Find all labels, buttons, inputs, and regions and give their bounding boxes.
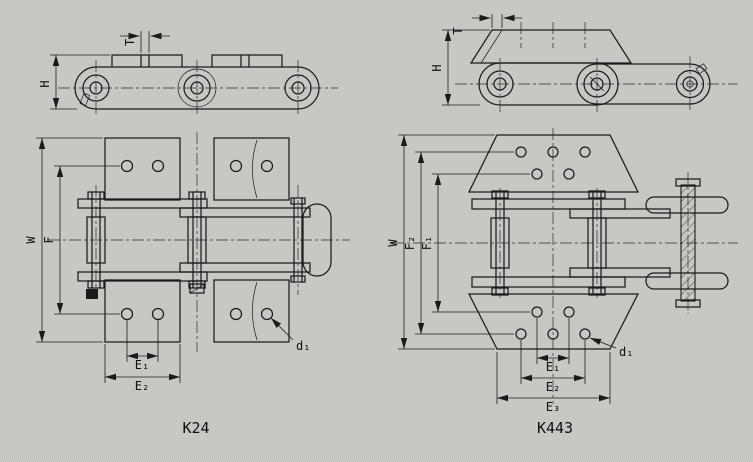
k24-label-E1: E₁ <box>135 358 149 372</box>
k24-side-view: T H <box>38 31 338 116</box>
k443-caption: K443 <box>537 419 573 437</box>
k443-dim-W: W <box>386 134 495 350</box>
k443-left-link-outline <box>478 62 619 106</box>
k24-attachment-tabs <box>111 54 283 67</box>
k443-label-W: W <box>386 239 400 247</box>
k443-side-view: T H <box>430 14 738 112</box>
k443-label-F1: F₁ <box>420 236 434 250</box>
k24-rollers <box>79 74 312 107</box>
k443-dim-F2: F₂ <box>403 151 514 335</box>
k443-label-E2: E₂ <box>546 380 560 394</box>
k443-label-F2: F₂ <box>403 236 417 250</box>
k24-label-d1: d₁ <box>296 339 310 353</box>
k24-dim-H: H <box>38 54 110 110</box>
k24-wing-plates <box>104 137 290 343</box>
k24-cotter-block <box>86 289 98 299</box>
k443-dim-F1: F₁ <box>420 173 530 313</box>
k443-label-H: H <box>430 64 444 71</box>
k443-dim-H: H <box>430 29 490 106</box>
k24-label-E2: E₂ <box>135 379 149 393</box>
k24-dim-T: T <box>120 31 170 53</box>
k24-dim-E2: E₂ <box>104 344 181 393</box>
k24-label-H: H <box>38 80 52 87</box>
k24-label-F: F <box>42 236 56 243</box>
k24-figure: T H <box>24 31 350 437</box>
k24-chain-links <box>77 198 332 282</box>
k24-link-plate-outline <box>74 66 320 110</box>
k443-right-link-outline <box>576 63 711 105</box>
k24-dim-W: W <box>24 137 103 343</box>
k24-label-W: W <box>24 236 38 244</box>
k443-d1-callout: d₁ <box>589 337 633 359</box>
k24-dim-F: F <box>42 165 120 315</box>
k443-dim-E1: E₁ <box>536 318 570 374</box>
k443-bolt-holes <box>515 146 591 340</box>
k24-dim-E1: E₁ <box>126 320 159 372</box>
k24-plan-view: W F E₁ E₂ <box>24 132 350 393</box>
k443-figure: T H <box>386 14 738 437</box>
k443-label-T: T <box>451 27 465 34</box>
k24-caption: K24 <box>182 419 209 437</box>
k443-pins <box>491 178 701 308</box>
k24-d1-callout: d₁ <box>270 317 310 353</box>
k443-plan-view: W F₂ F₁ E₁ <box>386 128 738 414</box>
k24-cotter-pin <box>79 92 91 107</box>
k443-dim-E2: E₂ <box>520 340 586 394</box>
k24-label-T: T <box>123 39 137 46</box>
k443-dim-T: T <box>451 14 522 35</box>
k443-pin-tab <box>695 63 708 75</box>
k443-label-E1: E₁ <box>546 360 560 374</box>
k443-wing-side-profile <box>469 29 633 64</box>
k443-dim-E3: E₃ <box>496 352 611 414</box>
k443-rollers <box>486 63 708 99</box>
k24-pins <box>86 191 306 299</box>
k24-bolt-holes <box>120 159 274 321</box>
k443-label-d1: d₁ <box>619 345 633 359</box>
k443-label-E3: E₃ <box>546 400 560 414</box>
k443-coupler-pin <box>680 184 696 302</box>
k443-wing-plates <box>467 134 640 350</box>
